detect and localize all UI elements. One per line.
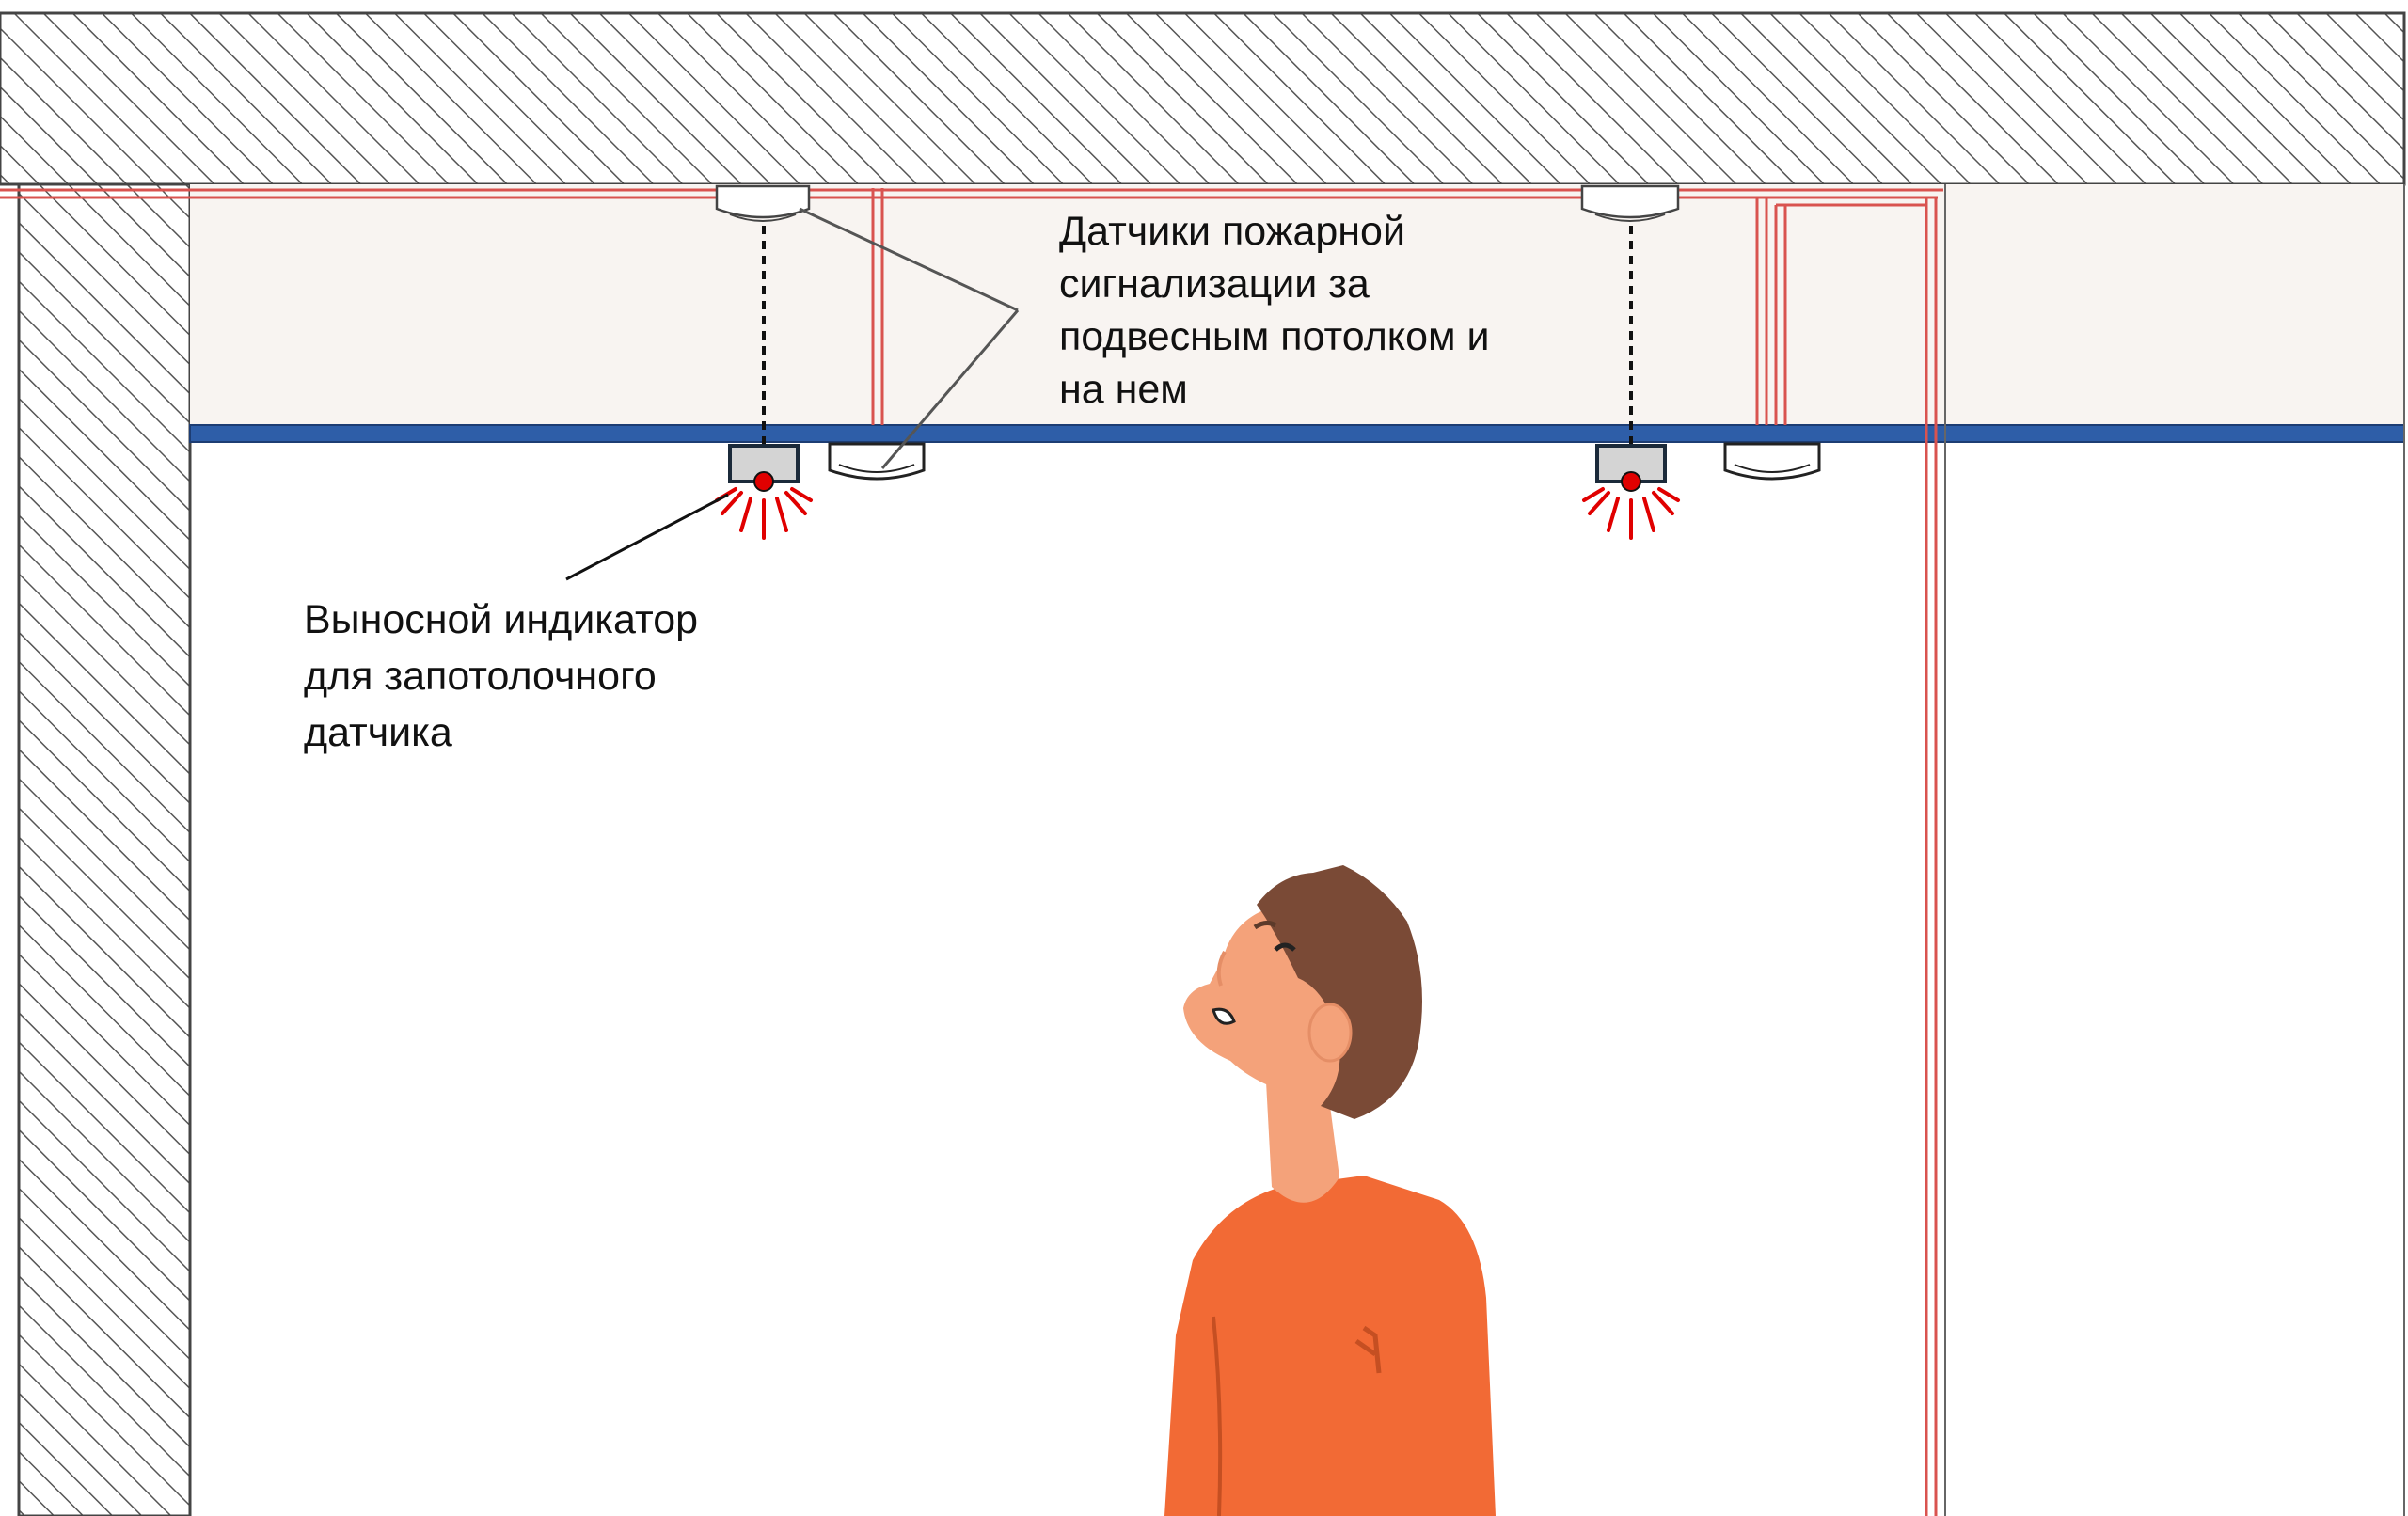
detector-on-ceiling-left xyxy=(828,442,926,481)
detectors-annotation-line: подвесным потолком и xyxy=(1059,314,1490,359)
detector-above-ceiling-right xyxy=(1580,184,1680,222)
detectors-annotation-line: на нем xyxy=(1059,367,1188,412)
leader-lines-detectors xyxy=(799,207,1020,469)
indicator-annotation-line: для запотолочного xyxy=(304,654,657,699)
remote-indicator-right xyxy=(1582,444,1680,540)
person-illustration xyxy=(1164,865,1496,1516)
detectors-annotation-line: сигнализации за xyxy=(1059,261,1370,307)
detectors-annotation-line: Датчики пожарной xyxy=(1059,209,1405,254)
leader-line-indicator xyxy=(565,493,729,581)
remote-indicator-left xyxy=(715,444,813,540)
indicator-annotation: Выносной индикатор для запотолочного дат… xyxy=(304,592,698,761)
detector-above-ceiling-left xyxy=(715,184,811,222)
detector-on-ceiling-right xyxy=(1723,442,1821,481)
concrete-slab xyxy=(0,11,2406,186)
indicator-annotation-line: датчика xyxy=(304,710,452,755)
concrete-wall xyxy=(17,182,192,1516)
detectors-annotation: Датчики пожарной сигнализации за подвесн… xyxy=(1059,205,1490,416)
suspended-ceiling xyxy=(189,424,2405,443)
indicator-annotation-line: Выносной индикатор xyxy=(304,597,699,642)
ceiling-void xyxy=(190,184,2404,425)
fire-alarm-cables xyxy=(0,188,1943,1516)
